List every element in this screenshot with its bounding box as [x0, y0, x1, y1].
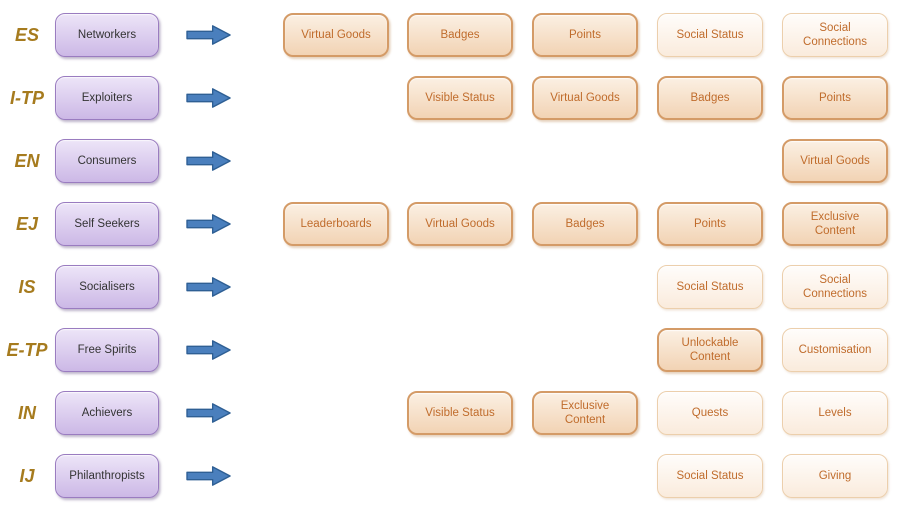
diagram-row: I-TP Exploiters Visible Status Virtual Good… — [0, 76, 904, 120]
game-element-label: Virtual Goods — [550, 91, 620, 104]
right-arrow-icon — [184, 465, 234, 487]
game-element-label: Badges — [565, 217, 605, 230]
game-element-box: Social Connections — [782, 13, 888, 57]
user-type-box: Socialisers — [55, 265, 159, 309]
game-element-label: Social Connections — [803, 21, 867, 48]
game-element-label: Social Connections — [803, 273, 867, 300]
user-type-label: Socialisers — [79, 281, 135, 293]
right-arrow-glyph — [186, 88, 231, 108]
user-type-box: Networkers — [55, 13, 159, 57]
right-arrow-glyph — [186, 151, 231, 171]
user-type-label: Achievers — [81, 407, 133, 419]
user-type-code: I-TP — [10, 87, 44, 108]
game-element-box: Quests — [657, 391, 763, 435]
game-element-box: Visible Status — [407, 76, 513, 120]
game-element-box: Giving — [782, 454, 888, 498]
game-element-label: Points — [819, 91, 851, 104]
diagram-row: IS Socialisers Social Status Social Connect… — [0, 265, 904, 309]
diagram-row: EN Consumers Virtual Goods — [0, 139, 904, 183]
right-arrow-icon — [184, 150, 234, 172]
game-element-label: Badges — [690, 91, 730, 104]
right-arrow-glyph — [186, 466, 231, 486]
game-element-box: Social Status — [657, 265, 763, 309]
game-element-label: Exclusive Content — [810, 210, 860, 237]
game-element-box: Exclusive Content — [532, 391, 638, 435]
right-arrow-glyph — [186, 340, 231, 360]
game-element-box: Social Connections — [782, 265, 888, 309]
right-arrow-icon — [184, 276, 234, 298]
game-element-box: Leaderboards — [283, 202, 389, 246]
user-type-code: EJ — [15, 213, 39, 234]
right-arrow-glyph — [186, 277, 231, 297]
user-type-label: Consumers — [77, 155, 137, 167]
game-element-box: Badges — [657, 76, 763, 120]
game-element-label: Social Status — [676, 28, 744, 41]
game-element-label: Points — [694, 217, 726, 230]
right-arrow-icon — [184, 339, 234, 361]
game-element-box: Virtual Goods — [782, 139, 888, 183]
user-type-box: Consumers — [55, 139, 159, 183]
game-element-box: Virtual Goods — [407, 202, 513, 246]
user-type-code: IJ — [19, 465, 35, 486]
game-element-label: Exclusive Content — [560, 399, 610, 426]
user-type-label: Philanthropists — [69, 470, 145, 482]
game-element-label: Virtual Goods — [800, 154, 870, 167]
user-type-box: Achievers — [55, 391, 159, 435]
game-element-box: Social Status — [657, 454, 763, 498]
game-element-label: Badges — [440, 28, 480, 41]
diagram-row: EJ Self Seekers Leaderboards Virtual Goods B… — [0, 202, 904, 246]
user-type-box: Free Spirits — [55, 328, 159, 372]
user-type-code: EN — [14, 150, 40, 171]
game-element-label: Customisation — [798, 343, 872, 356]
game-element-label: Social Status — [676, 280, 744, 293]
diagram-row: ES Networkers Virtual Goods Badges Points Soc… — [0, 13, 904, 57]
game-element-box: Virtual Goods — [283, 13, 389, 57]
game-element-box: Points — [782, 76, 888, 120]
game-element-label: Levels — [818, 406, 852, 419]
game-element-box: Unlockable Content — [657, 328, 763, 372]
game-element-box: Points — [532, 13, 638, 57]
user-type-label: Exploiters — [81, 92, 133, 104]
game-element-box: Levels — [782, 391, 888, 435]
diagram-row: E-TP Free Spirits Unlockable Content Custom… — [0, 328, 904, 372]
user-type-box: Self Seekers — [55, 202, 159, 246]
game-element-box: Points — [657, 202, 763, 246]
right-arrow-icon — [184, 402, 234, 424]
game-element-box: Badges — [532, 202, 638, 246]
user-type-label: Self Seekers — [74, 218, 140, 230]
right-arrow-glyph — [186, 25, 231, 45]
user-type-code: IS — [18, 276, 36, 297]
game-element-box: Virtual Goods — [532, 76, 638, 120]
user-type-box: Philanthropists — [55, 454, 159, 498]
game-element-label: Points — [569, 28, 601, 41]
game-element-label: Leaderboards — [300, 217, 372, 230]
game-element-label: Social Status — [676, 469, 744, 482]
game-element-label: Virtual Goods — [425, 217, 495, 230]
game-element-box: Social Status — [657, 13, 763, 57]
game-element-label: Visible Status — [425, 406, 495, 419]
diagram-row: IJ Philanthropists Social Status Giving — [0, 454, 904, 498]
game-element-label: Virtual Goods — [301, 28, 371, 41]
user-type-code: IN — [18, 402, 36, 423]
user-type-box: Exploiters — [55, 76, 159, 120]
right-arrow-glyph — [186, 403, 231, 423]
game-element-box: Badges — [407, 13, 513, 57]
user-type-label: Networkers — [77, 29, 137, 41]
diagram-row: IN Achievers Visible Status Exclusive Conte… — [0, 391, 904, 435]
right-arrow-glyph — [186, 214, 231, 234]
right-arrow-icon — [184, 213, 234, 235]
game-element-box: Customisation — [782, 328, 888, 372]
game-element-label: Visible Status — [425, 91, 495, 104]
game-element-label: Quests — [691, 406, 729, 419]
user-type-label: Free Spirits — [77, 344, 137, 356]
user-type-code: ES — [14, 24, 39, 45]
right-arrow-icon — [184, 24, 234, 46]
game-element-box: Exclusive Content — [782, 202, 888, 246]
right-arrow-icon — [184, 87, 234, 109]
game-element-box: Visible Status — [407, 391, 513, 435]
game-element-label: Giving — [818, 469, 852, 482]
user-type-code: E-TP — [6, 339, 48, 360]
game-element-label: Unlockable Content — [681, 336, 739, 363]
